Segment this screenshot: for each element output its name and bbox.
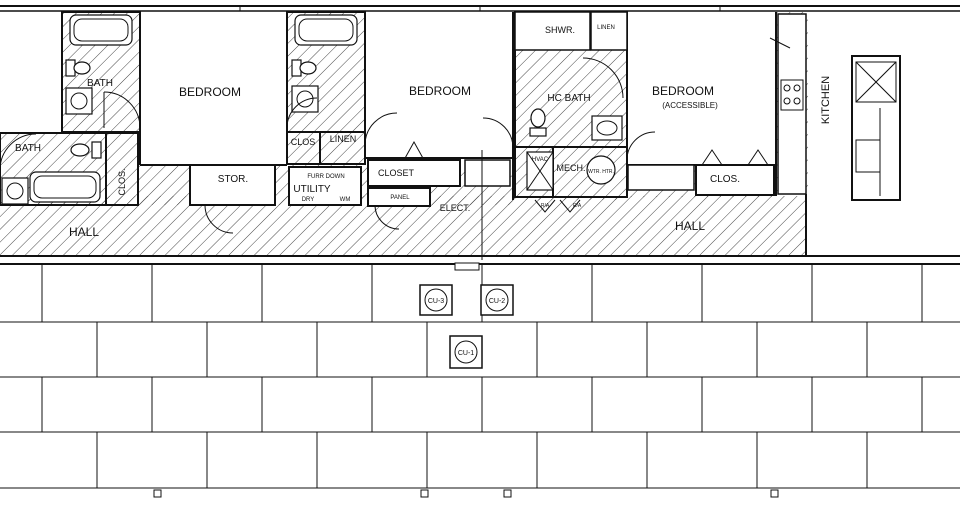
- stor-label: STOR.: [218, 174, 248, 185]
- hvac-label: HVAC: [532, 157, 549, 163]
- bath-2-label: BATH: [15, 143, 41, 154]
- hall-right-label: HALL: [675, 219, 705, 233]
- mech-label: MECH.: [557, 163, 586, 173]
- closet-small-label: CLOS.: [117, 168, 127, 195]
- condenser-cu-1: CU-1: [449, 335, 483, 369]
- bedroom-3-label: BEDROOM: [652, 84, 714, 98]
- bath-1-label: BATH: [87, 78, 113, 89]
- interior-walls: [0, 11, 960, 265]
- furr-down-label: FURR DOWN: [307, 174, 344, 180]
- condenser-cu-3: CU-3: [419, 284, 453, 316]
- closet-label: CLOSET: [378, 168, 415, 178]
- ra-1-label: R/A: [541, 203, 550, 209]
- linen-2-label: LINEN: [597, 25, 615, 31]
- linen-1-label: LINEN: [330, 134, 357, 144]
- room-labels: BATH BEDROOM BATH CLOS. BEDROOM CLOS LIN…: [15, 25, 832, 239]
- elect-label: ELECT.: [440, 203, 471, 213]
- bedroom-1-label: BEDROOM: [179, 85, 241, 99]
- showers-label: SHWR.: [545, 25, 575, 35]
- cu-3-label: CU-3: [428, 298, 444, 305]
- exterior-wall: [0, 5, 960, 12]
- wtr-htr-label: WTR. HTR.: [588, 169, 614, 175]
- door-swings: [0, 37, 791, 260]
- cu-2-label: CU-2: [489, 298, 505, 305]
- utility-label: UTILITY: [293, 184, 331, 195]
- clos-3-label: CLOS: [291, 137, 316, 147]
- panel-label: PANEL: [390, 195, 410, 201]
- hall-left-label: HALL: [69, 225, 99, 239]
- cu-1-label: CU-1: [458, 350, 474, 357]
- wm-label: WM: [340, 197, 351, 203]
- hc-bath-label: HC BATH: [547, 93, 590, 104]
- clos-right-label: CLOS.: [710, 174, 740, 185]
- roof-drain-markers: [153, 262, 779, 498]
- ra-2-label: R/A: [573, 203, 582, 209]
- accessible-label: (ACCESSIBLE): [662, 101, 718, 110]
- kitchen-label: KITCHEN: [820, 76, 832, 124]
- roof-grid: [0, 264, 960, 489]
- bedroom-2-label: BEDROOM: [409, 84, 471, 98]
- condenser-cu-2: CU-2: [480, 284, 514, 316]
- fixtures: [1, 13, 901, 205]
- dry-label: DRY: [302, 197, 315, 203]
